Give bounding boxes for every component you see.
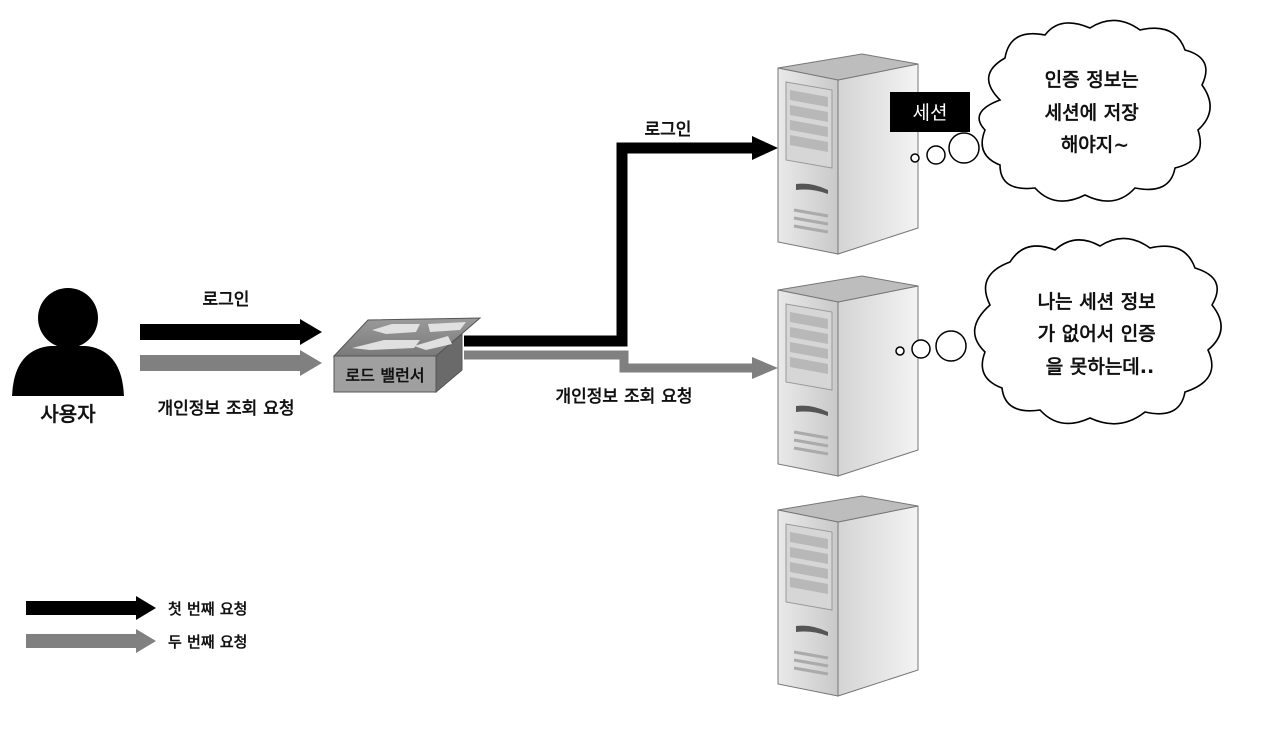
user-label: 사용자 [40, 402, 96, 426]
second-request-arrow-user-to-lb [140, 350, 322, 376]
svg-text:나는 세션 정보 가 없어서 인증: 나는 세션 정보 가 없어서 인증 을 못하는데.. [1038, 291, 1163, 378]
thought-bubble-2: 나는 세션 정보 가 없어서 인증 을 못하는데.. [895, 237, 1222, 425]
thought-bubble-1: 인증 정보는 세션에 저장 해야지~ [910, 19, 1211, 202]
thought-1-line-1: 인증 정보는 [1045, 69, 1139, 91]
first-request-arrow-user-to-lb [140, 319, 322, 345]
server-2-icon [776, 274, 920, 478]
load-balancer-label: 로드 밸런서 [345, 366, 424, 385]
thought-2-line-3: 을 못하는데.. [1046, 356, 1154, 378]
thought-2-line-2: 가 없어서 인증 [1038, 323, 1156, 345]
thought-1-line-3: 해야지~ [1061, 134, 1129, 156]
legend-label-first: 첫 번째 요청 [168, 600, 247, 618]
session-badge-label: 세션 [913, 102, 948, 124]
legend-label-second: 두 번째 요청 [168, 633, 247, 651]
server-1-icon [776, 52, 920, 256]
legend-item-second: 두 번째 요청 [26, 629, 247, 653]
personal-info-label-right: 개인정보 조회 요청 [556, 386, 693, 407]
server-3-icon [776, 494, 920, 698]
thought-2-line-1: 나는 세션 정보 [1038, 291, 1156, 313]
user-icon [12, 288, 124, 396]
svg-text:인증 정보는 세션에 저장 해야지~: 인증 정보는 세션에 저장 해야지~ [1045, 69, 1146, 156]
personal-info-label-left: 개인정보 조회 요청 [158, 398, 295, 419]
thought-1-line-2: 세션에 저장 [1045, 102, 1140, 124]
session-badge: 세션 [890, 92, 970, 132]
legend-item-first: 첫 번째 요청 [26, 596, 247, 620]
second-request-arrow-lb-to-server2 [464, 350, 778, 379]
legend: 첫 번째 요청 두 번째 요청 [26, 596, 247, 653]
login-label-right: 로그인 [645, 120, 692, 140]
login-label-left: 로그인 [203, 290, 250, 310]
first-request-arrow-lb-to-server1 [464, 136, 778, 347]
switch-icon [332, 317, 482, 394]
